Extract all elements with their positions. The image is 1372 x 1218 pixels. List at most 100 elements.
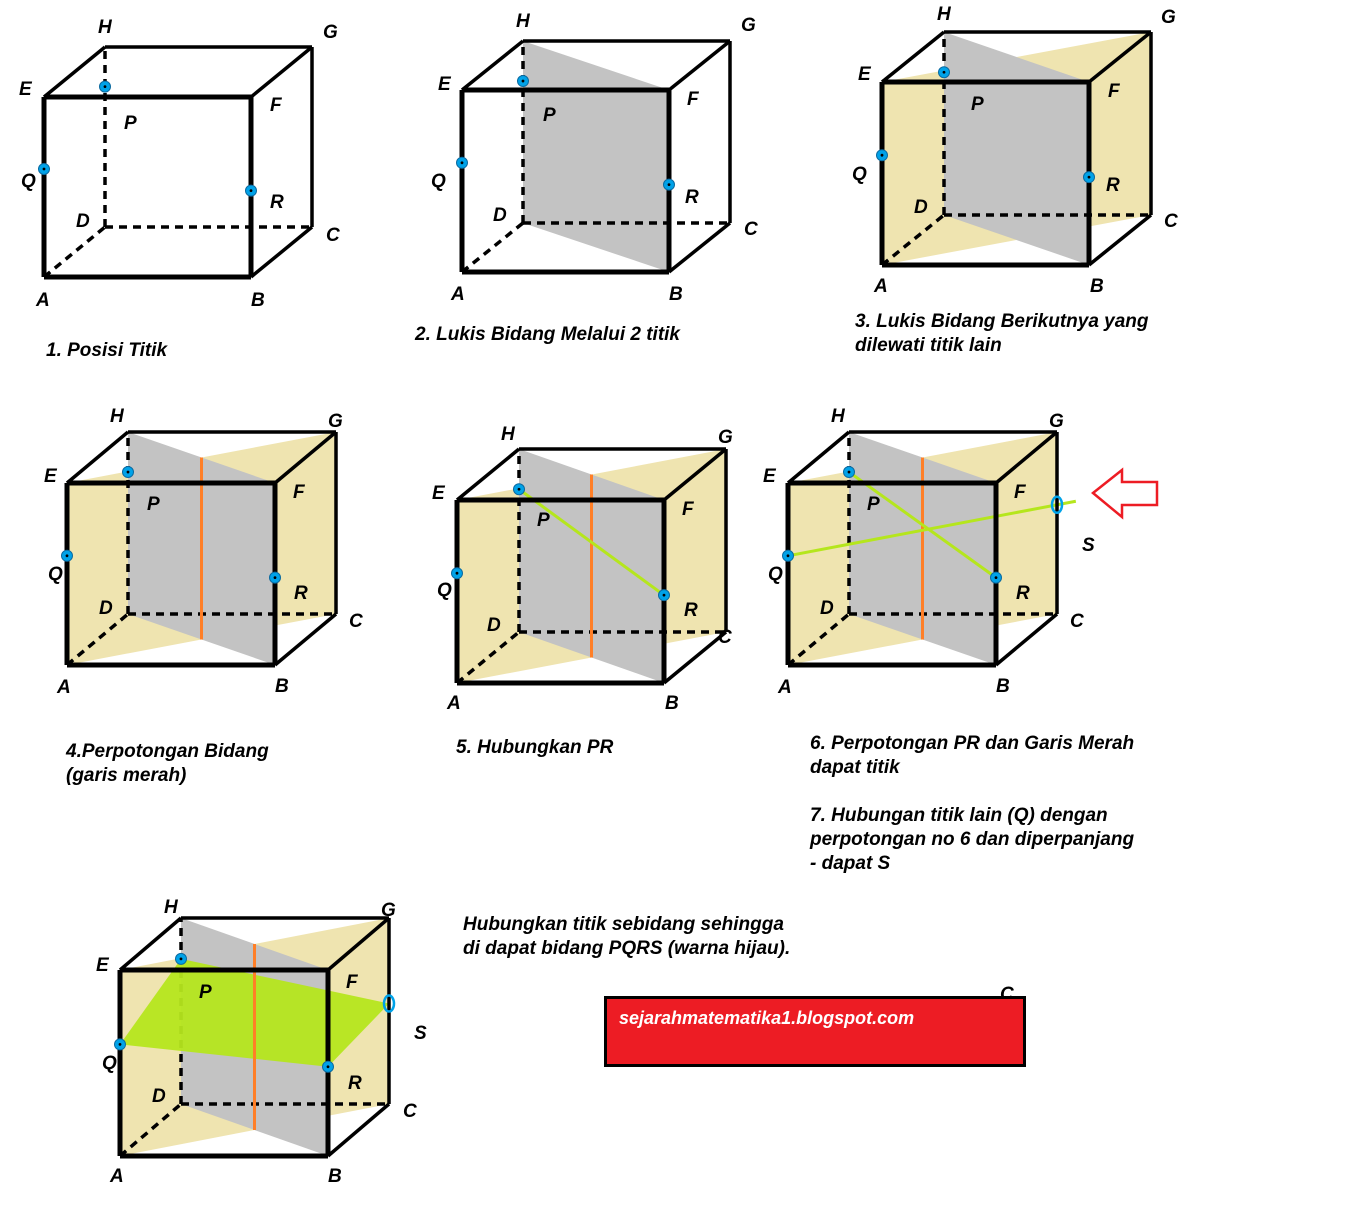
blog-banner: sejarahmatematika1.blogspot.com <box>604 996 1026 1067</box>
vertex-label-r: R <box>1016 583 1030 604</box>
point-q-center <box>786 554 790 558</box>
edge-cb <box>1087 213 1153 267</box>
vertex-label-g: G <box>328 411 343 432</box>
caption-step-7-line-1: 7. Hubungan titik lain (Q) dengan <box>810 805 1108 826</box>
vertex-label-d: D <box>487 615 501 636</box>
vertex-label-q: Q <box>431 171 446 192</box>
caption-step-2: 2. Lukis Bidang Melalui 2 titik <box>415 324 680 345</box>
vertex-label-f: F <box>346 972 359 993</box>
edge-eh <box>118 916 183 972</box>
vertex-label-c: C <box>349 611 363 632</box>
point-p-center <box>179 957 183 961</box>
vertex-label-r: R <box>294 583 308 604</box>
vertex-label-f: F <box>687 89 700 110</box>
caption-step-6-line-1: 6. Perpotongan PR dan Garis Merah <box>810 733 1135 754</box>
vertex-label-a: A <box>777 677 792 698</box>
vertex-label-b: B <box>669 284 683 305</box>
edge-gf <box>662 447 728 502</box>
point-q-center <box>118 1043 122 1046</box>
vertex-label-h: H <box>516 11 531 32</box>
vertex-label-e: E <box>96 955 110 976</box>
vertex-label-p: P <box>199 982 212 1003</box>
vertex-label-q: Q <box>768 564 783 585</box>
caption-step-1: 1. Posisi Titik <box>46 340 168 361</box>
vertex-label-r: R <box>685 187 699 208</box>
vertex-label-a: A <box>873 276 888 297</box>
line-pr <box>848 470 997 579</box>
vertex-label-f: F <box>1014 482 1027 503</box>
line-qs <box>787 499 1077 558</box>
vertex-label-b: B <box>996 676 1010 697</box>
vertex-label-g: G <box>741 15 756 36</box>
vertex-label-c: C <box>1164 211 1178 232</box>
vertex-label-h: H <box>831 406 846 427</box>
vertex-label-h: H <box>937 4 952 25</box>
vertex-label-p: P <box>867 494 880 515</box>
edge-cb <box>994 612 1059 667</box>
vertex-label-f: F <box>682 499 695 520</box>
edge-eh <box>460 39 525 92</box>
vertex-label-c: C <box>403 1101 417 1122</box>
vertex-label-f: F <box>270 95 283 116</box>
caption-step-6-line-2: dapat titik <box>810 757 900 778</box>
point-p-center <box>521 79 525 83</box>
point-q-center <box>880 153 884 157</box>
point-r-center <box>249 189 253 193</box>
edge-cb <box>273 612 338 667</box>
vertex-label-p: P <box>147 494 160 515</box>
vertex-label-e: E <box>438 74 452 95</box>
edge-eh <box>65 430 130 485</box>
vertex-label-a: A <box>56 677 71 698</box>
vertex-label-d: D <box>493 205 507 226</box>
caption-step-3-line-2: dilewati titik lain <box>855 335 1002 356</box>
caption-step-7-line-2: perpotongan no 6 dan diperpanjang <box>810 829 1135 850</box>
vertex-label-h: H <box>98 17 113 38</box>
edge-ad <box>460 221 525 274</box>
plane-hdbf <box>523 41 669 272</box>
vertex-label-e: E <box>432 483 446 504</box>
vertex-label-p: P <box>971 94 984 115</box>
vertex-label-p: P <box>124 113 137 134</box>
vertex-label-q: Q <box>102 1053 117 1074</box>
vertex-label-f: F <box>293 482 306 503</box>
point-p-center <box>126 470 130 474</box>
vertex-label-d: D <box>152 1086 166 1107</box>
vertex-label-q: Q <box>437 580 452 601</box>
vertex-label-g: G <box>381 900 396 921</box>
caption-step-5: 5. Hubungkan PR <box>456 737 614 758</box>
caption-step-4-line-2: (garis merah) <box>66 765 187 786</box>
edge-gf <box>667 39 732 92</box>
vertex-label-d: D <box>99 598 113 619</box>
vertex-label-e: E <box>44 466 58 487</box>
edge-cb <box>662 630 728 685</box>
point-r-center <box>662 593 666 597</box>
vertex-label-g: G <box>1049 411 1064 432</box>
vertex-label-q: Q <box>852 164 867 185</box>
vertex-label-h: H <box>501 424 516 445</box>
point-r-center <box>1087 175 1091 179</box>
point-r-center <box>667 183 671 187</box>
vertex-label-b: B <box>665 693 679 714</box>
vertex-label-s: S <box>1082 535 1095 556</box>
plane-hdbf <box>944 32 1089 265</box>
vertex-label-g: G <box>323 22 338 43</box>
edge-cb <box>667 221 732 274</box>
caption-final-line-1: Hubungkan titik sebidang sehingga <box>463 914 784 935</box>
edge-cb <box>249 225 314 279</box>
vertex-label-f: F <box>1108 81 1121 102</box>
vertex-label-e: E <box>19 79 33 100</box>
vertex-label-q: Q <box>48 564 63 585</box>
vertex-label-d: D <box>820 598 834 619</box>
vertex-label-b: B <box>251 290 265 311</box>
edge-gf <box>1087 30 1153 84</box>
caption-final-line-2: di dapat bidang PQRS (warna hijau). <box>463 938 791 959</box>
vertex-label-a: A <box>109 1166 124 1187</box>
point-s <box>1050 495 1064 515</box>
vertex-label-r: R <box>270 192 284 213</box>
point-p-center <box>103 85 107 88</box>
